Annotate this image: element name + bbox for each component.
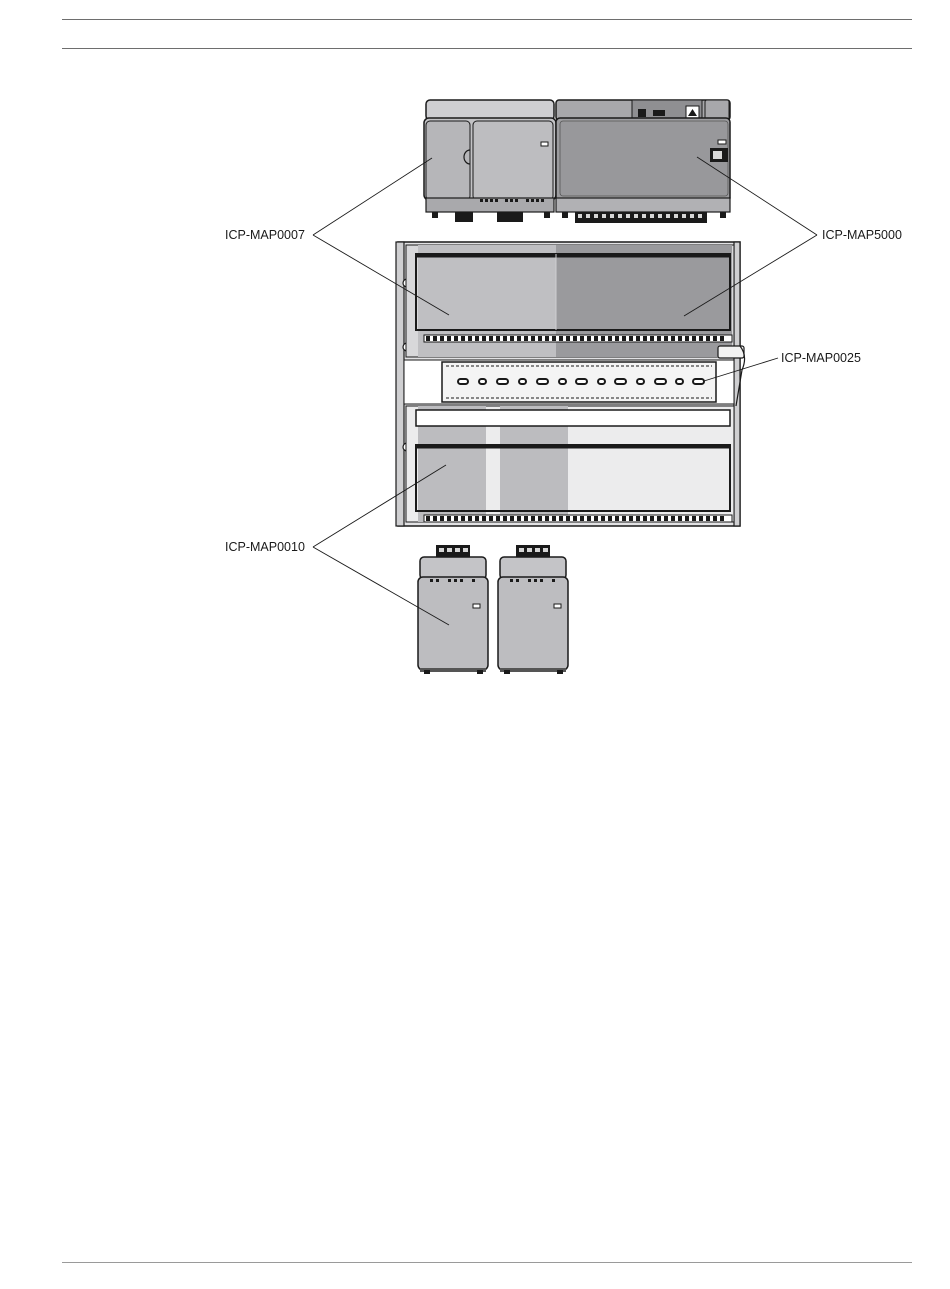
label-icp-map0010: ICP-MAP0010 (225, 540, 305, 554)
device-map0010-left (418, 545, 488, 674)
device-map0010-right (498, 545, 568, 674)
enclosure-assembly (396, 242, 745, 526)
label-icp-map5000: ICP-MAP5000 (822, 228, 902, 242)
label-icp-map0007: ICP-MAP0007 (225, 228, 305, 242)
device-map0007 (424, 100, 556, 222)
label-icp-map0025: ICP-MAP0025 (781, 351, 861, 365)
